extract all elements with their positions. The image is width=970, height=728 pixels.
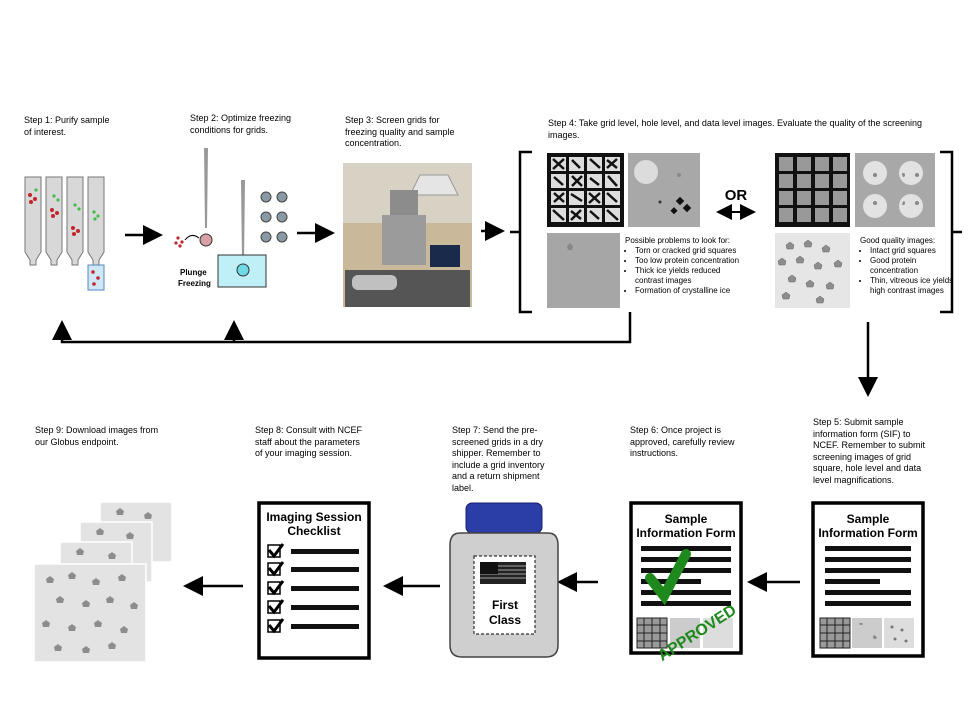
- bad-grid-square-image: [547, 153, 624, 227]
- step-1-caption: Step 1: Purify sample of interest.: [24, 115, 110, 137]
- step-2-caption: Step 2: Optimize freezing conditions for…: [190, 113, 292, 135]
- plunge-label-line1: Plunge: [180, 268, 207, 277]
- feedback-loop-arrow: [52, 312, 632, 344]
- check-icon: [267, 543, 285, 634]
- good-grid-square-image: [775, 153, 850, 227]
- problem-item: Formation of crystalline ice: [635, 286, 750, 296]
- or-label: OR: [725, 187, 748, 204]
- step-9-caption: Step 9: Download images from our Globus …: [35, 425, 159, 447]
- form-title-line1: Sample: [847, 512, 890, 526]
- step-8-caption: Step 8: Consult with NCEF staff about th…: [255, 425, 363, 458]
- form-thumb-grid: [819, 617, 851, 649]
- shipper-label-line1: First: [492, 598, 518, 612]
- bad-data-level-image: [547, 233, 620, 308]
- good-quality-title: Good quality images:: [860, 236, 936, 245]
- problem-item: Torn or cracked grid squares: [635, 246, 750, 256]
- possible-problems-title: Possible problems to look for:: [625, 236, 730, 245]
- step-4-brackets: [510, 150, 962, 314]
- good-item: Good protein concentration: [870, 256, 960, 276]
- plunge-freezing-illustration: [174, 148, 288, 288]
- problem-item: Too low protein concentration: [635, 256, 750, 266]
- step-7-caption: Step 7: Send the pre- screened grids in …: [452, 425, 545, 493]
- good-hole-level-image: [855, 153, 935, 227]
- bad-hole-level-image: [628, 153, 700, 227]
- step-3-caption: Step 3: Screen grids for freezing qualit…: [345, 115, 455, 148]
- good-quality-list: Good quality images: Intact grid squares…: [860, 236, 960, 296]
- step-6-caption: Step 6: Once project is approved, carefu…: [630, 425, 735, 458]
- approved-form: [629, 501, 743, 655]
- dry-shipper-illustration: [449, 502, 559, 658]
- good-item: Thin, vitreous ice yields high contrast …: [870, 276, 960, 296]
- downloaded-images-stack: [33, 501, 173, 663]
- particle: [567, 243, 573, 250]
- possible-problems-list: Possible problems to look for: Torn or c…: [625, 236, 750, 296]
- checklist-title-line1: Imaging Session: [266, 510, 361, 524]
- microscope-photo: [343, 163, 472, 307]
- step-5-caption: Step 5: Submit sample information form (…: [813, 417, 926, 485]
- good-item: Intact grid squares: [870, 246, 960, 256]
- approved-form-title-line2: Information Form: [636, 526, 735, 540]
- sample-tubes-illustration: [24, 176, 105, 291]
- approved-check-icon: [645, 549, 691, 606]
- plunge-label-line2: Freezing: [178, 279, 211, 288]
- problem-item: Thick ice yields reduced contrast images: [635, 266, 750, 286]
- sample-information-form: [811, 501, 925, 658]
- step-4-caption: Step 4: Take grid level, hole level, and…: [548, 118, 923, 140]
- form-title-line2: Information Form: [818, 526, 917, 540]
- checklist-title-line2: Checklist: [287, 524, 340, 538]
- good-data-level-image: [775, 233, 850, 308]
- flag-icon: [480, 562, 526, 584]
- imaging-session-checklist: [257, 501, 371, 660]
- approved-form-title-line1: Sample: [665, 512, 708, 526]
- shipper-label-line2: Class: [489, 613, 521, 627]
